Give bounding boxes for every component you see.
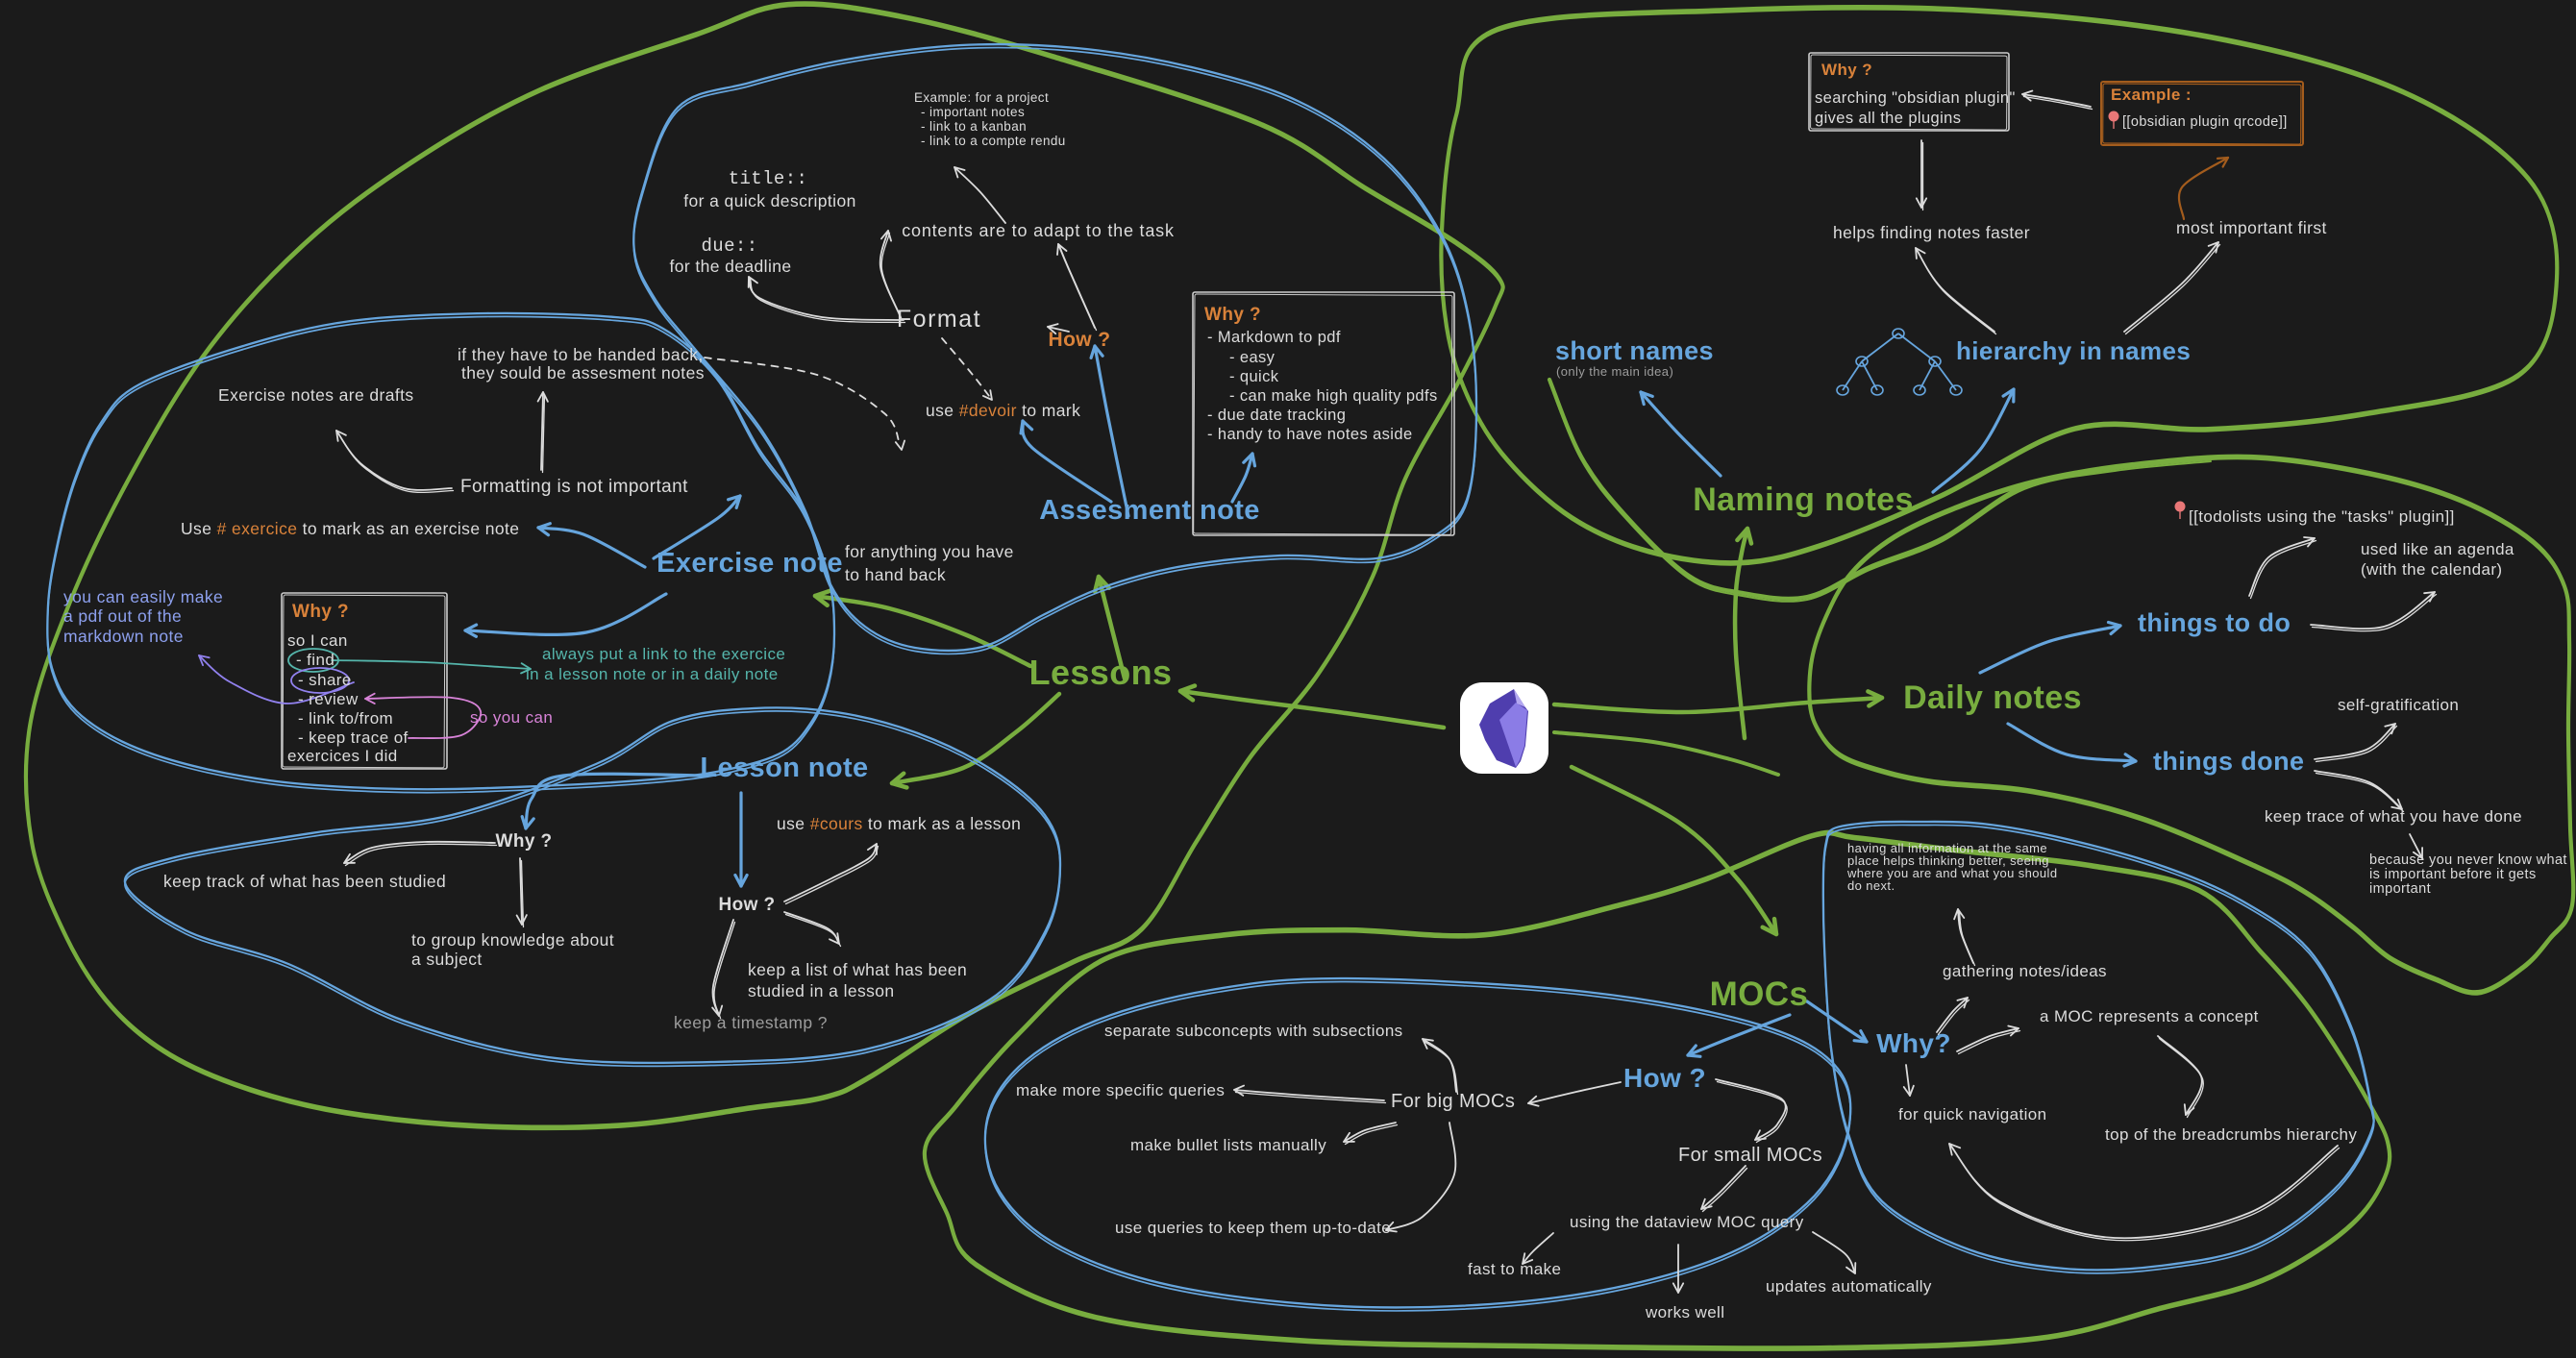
- svg-text:Why ?: Why ?: [496, 831, 553, 852]
- svg-text:- quick: - quick: [1229, 368, 1279, 385]
- svg-text:you can easily make: you can easily make: [63, 587, 223, 606]
- svg-text:[[todolists using the "tasks": [[todolists using the "tasks" plugin]]: [2189, 507, 2455, 526]
- svg-text:use #devoir to mark: use #devoir to mark: [926, 401, 1080, 420]
- svg-text:is important before it gets: is important before it gets: [2369, 867, 2537, 882]
- svg-text:title::: title::: [729, 168, 808, 189]
- svg-text:for quick navigation: for quick navigation: [1898, 1105, 2046, 1123]
- svg-text:- link to a compte rendu: - link to a compte rendu: [921, 134, 1066, 148]
- svg-text:Formatting is not important: Formatting is not important: [460, 477, 688, 497]
- svg-text:For small MOCs: For small MOCs: [1678, 1145, 1822, 1166]
- svg-text:MOCs: MOCs: [1710, 975, 1809, 1013]
- svg-text:works well: works well: [1645, 1303, 1724, 1321]
- svg-text:use queries to keep them up-to: use queries to keep them up-to-date: [1115, 1219, 1391, 1237]
- svg-text:so you can: so you can: [470, 708, 553, 727]
- svg-text:- easy: - easy: [1229, 349, 1276, 366]
- svg-text:[[obsidian plugin qrcode]]: [[obsidian plugin qrcode]]: [2122, 114, 2288, 130]
- svg-text:they sould be assesment notes: they sould be assesment notes: [461, 363, 705, 383]
- svg-text:- keep trace of: - keep trace of: [298, 728, 409, 747]
- svg-text:How ?: How ?: [1623, 1063, 1706, 1093]
- svg-text:make more specific queries: make more specific queries: [1016, 1081, 1225, 1099]
- svg-text:for the deadline: for the deadline: [669, 257, 791, 276]
- svg-text:studied in a lesson: studied in a lesson: [748, 981, 895, 1000]
- svg-text:to group knowledge about: to group knowledge about: [411, 930, 614, 950]
- svg-text:using the dataview MOC query: using the dataview MOC query: [1570, 1213, 1804, 1231]
- svg-text:exercices I did: exercices I did: [287, 747, 398, 765]
- svg-text:Why ?: Why ?: [1821, 61, 1872, 79]
- svg-text:- share: - share: [298, 671, 352, 689]
- svg-text:use #cours to mark as a lesson: use #cours to mark as a lesson: [777, 814, 1021, 833]
- svg-text:gives all the plugins: gives all the plugins: [1815, 110, 1961, 127]
- svg-text:Exercise note: Exercise note: [656, 548, 843, 579]
- svg-text:- can make high quality pdfs: - can make high quality pdfs: [1229, 387, 1438, 405]
- svg-text:used like an agenda: used like an agenda: [2361, 540, 2514, 558]
- svg-text:markdown note: markdown note: [63, 627, 184, 646]
- svg-text:important: important: [2369, 881, 2431, 897]
- svg-text:helps finding notes faster: helps finding notes faster: [1833, 223, 2030, 242]
- svg-text:contents are to adapt to the t: contents are to adapt to the task: [902, 221, 1175, 240]
- svg-text:always put a link to the exerc: always put a link to the exercice: [542, 645, 785, 663]
- svg-text:Daily notes: Daily notes: [1903, 679, 2082, 716]
- svg-text:- review: - review: [298, 690, 359, 708]
- svg-text:Naming notes: Naming notes: [1693, 481, 1914, 518]
- svg-text:for a quick description: for a quick description: [683, 191, 855, 210]
- svg-text:Lessons: Lessons: [1029, 653, 1173, 692]
- svg-text:because you never know what: because you never know what: [2369, 852, 2567, 868]
- svg-text:keep trace of what you have do: keep trace of what you have done: [2265, 807, 2522, 826]
- svg-text:things done: things done: [2153, 747, 2304, 776]
- svg-text:a pdf out of the: a pdf out of the: [63, 606, 182, 626]
- svg-text:How ?: How ?: [719, 895, 776, 915]
- svg-text:gathering notes/ideas: gathering notes/ideas: [1943, 962, 2107, 980]
- svg-text:due::: due::: [701, 235, 757, 257]
- svg-text:top of the breadcrumbs hierarc: top of the breadcrumbs hierarchy: [2105, 1125, 2357, 1144]
- svg-text:Example: for a project: Example: for a project: [914, 90, 1049, 105]
- svg-text:Why?: Why?: [1876, 1028, 1951, 1058]
- svg-text:separate subconcepts with subs: separate subconcepts with subsections: [1104, 1022, 1403, 1040]
- svg-text:short names: short names: [1555, 336, 1714, 365]
- svg-text:so I can: so I can: [287, 631, 348, 650]
- svg-text:most important first: most important first: [2176, 218, 2327, 237]
- svg-text:fast to make: fast to make: [1468, 1260, 1561, 1278]
- svg-text:updates automatically: updates automatically: [1766, 1277, 1932, 1296]
- svg-text:searching "obsidian plugin": searching "obsidian plugin": [1815, 89, 2016, 107]
- svg-text:where you are and what you sho: where you are and what you should: [1846, 866, 2057, 880]
- svg-text:- link to a kanban: - link to a kanban: [921, 119, 1027, 134]
- svg-text:- handy to have notes aside: - handy to have notes aside: [1207, 426, 1413, 443]
- svg-text:to hand back: to hand back: [845, 565, 946, 584]
- svg-text:hierarchy in names: hierarchy in names: [1956, 336, 2191, 365]
- svg-text:keep a list of what has been: keep a list of what has been: [748, 960, 967, 979]
- svg-text:make bullet lists manually: make bullet lists manually: [1130, 1136, 1326, 1154]
- svg-text:Example :: Example :: [2111, 86, 2192, 104]
- svg-text:Format: Format: [897, 306, 981, 333]
- svg-text:keep track of what has been st: keep track of what has been studied: [163, 872, 446, 891]
- svg-text:Use # exercice to mark as an e: Use # exercice to mark as an exercise no…: [181, 519, 519, 538]
- svg-text:a MOC represents a concept: a MOC represents a concept: [2040, 1007, 2259, 1025]
- svg-text:How ?: How ?: [1049, 329, 1111, 351]
- svg-text:- link to/from: - link to/from: [298, 709, 393, 728]
- svg-text:For big MOCs: For big MOCs: [1391, 1091, 1515, 1112]
- svg-text:things to do: things to do: [2138, 608, 2291, 637]
- svg-text:having all information at the: having all information at the same: [1847, 841, 2047, 855]
- svg-text:(with the calendar): (with the calendar): [2361, 560, 2502, 579]
- svg-text:do next.: do next.: [1847, 878, 1895, 893]
- svg-text:Exercise notes are drafts: Exercise notes are drafts: [218, 385, 414, 405]
- svg-text:- due date tracking: - due date tracking: [1207, 407, 1346, 424]
- svg-text:if they have to be handed back: if they have to be handed back,: [458, 345, 704, 364]
- svg-text:- important notes: - important notes: [921, 105, 1025, 119]
- svg-text:Why ?: Why ?: [1204, 305, 1261, 325]
- svg-text:for anything you have: for anything you have: [845, 542, 1014, 561]
- svg-text:- find: - find: [296, 651, 334, 669]
- svg-text:(only the main idea): (only the main idea): [1556, 364, 1673, 379]
- svg-text:Lesson note: Lesson note: [700, 753, 868, 783]
- svg-text:keep a timestamp ?: keep a timestamp ?: [674, 1013, 828, 1032]
- svg-text:Assesment note: Assesment note: [1039, 495, 1260, 526]
- svg-text:in a lesson note or in a daily: in a lesson note or in a daily note: [526, 665, 779, 683]
- svg-text:place helps thinking better, s: place helps thinking better, seeing: [1847, 853, 2049, 868]
- svg-text:Why ?: Why ?: [292, 602, 349, 622]
- svg-text:a subject: a subject: [411, 950, 483, 969]
- svg-text:- Markdown to pdf: - Markdown to pdf: [1207, 329, 1341, 346]
- svg-text:self-gratification: self-gratification: [2338, 696, 2459, 714]
